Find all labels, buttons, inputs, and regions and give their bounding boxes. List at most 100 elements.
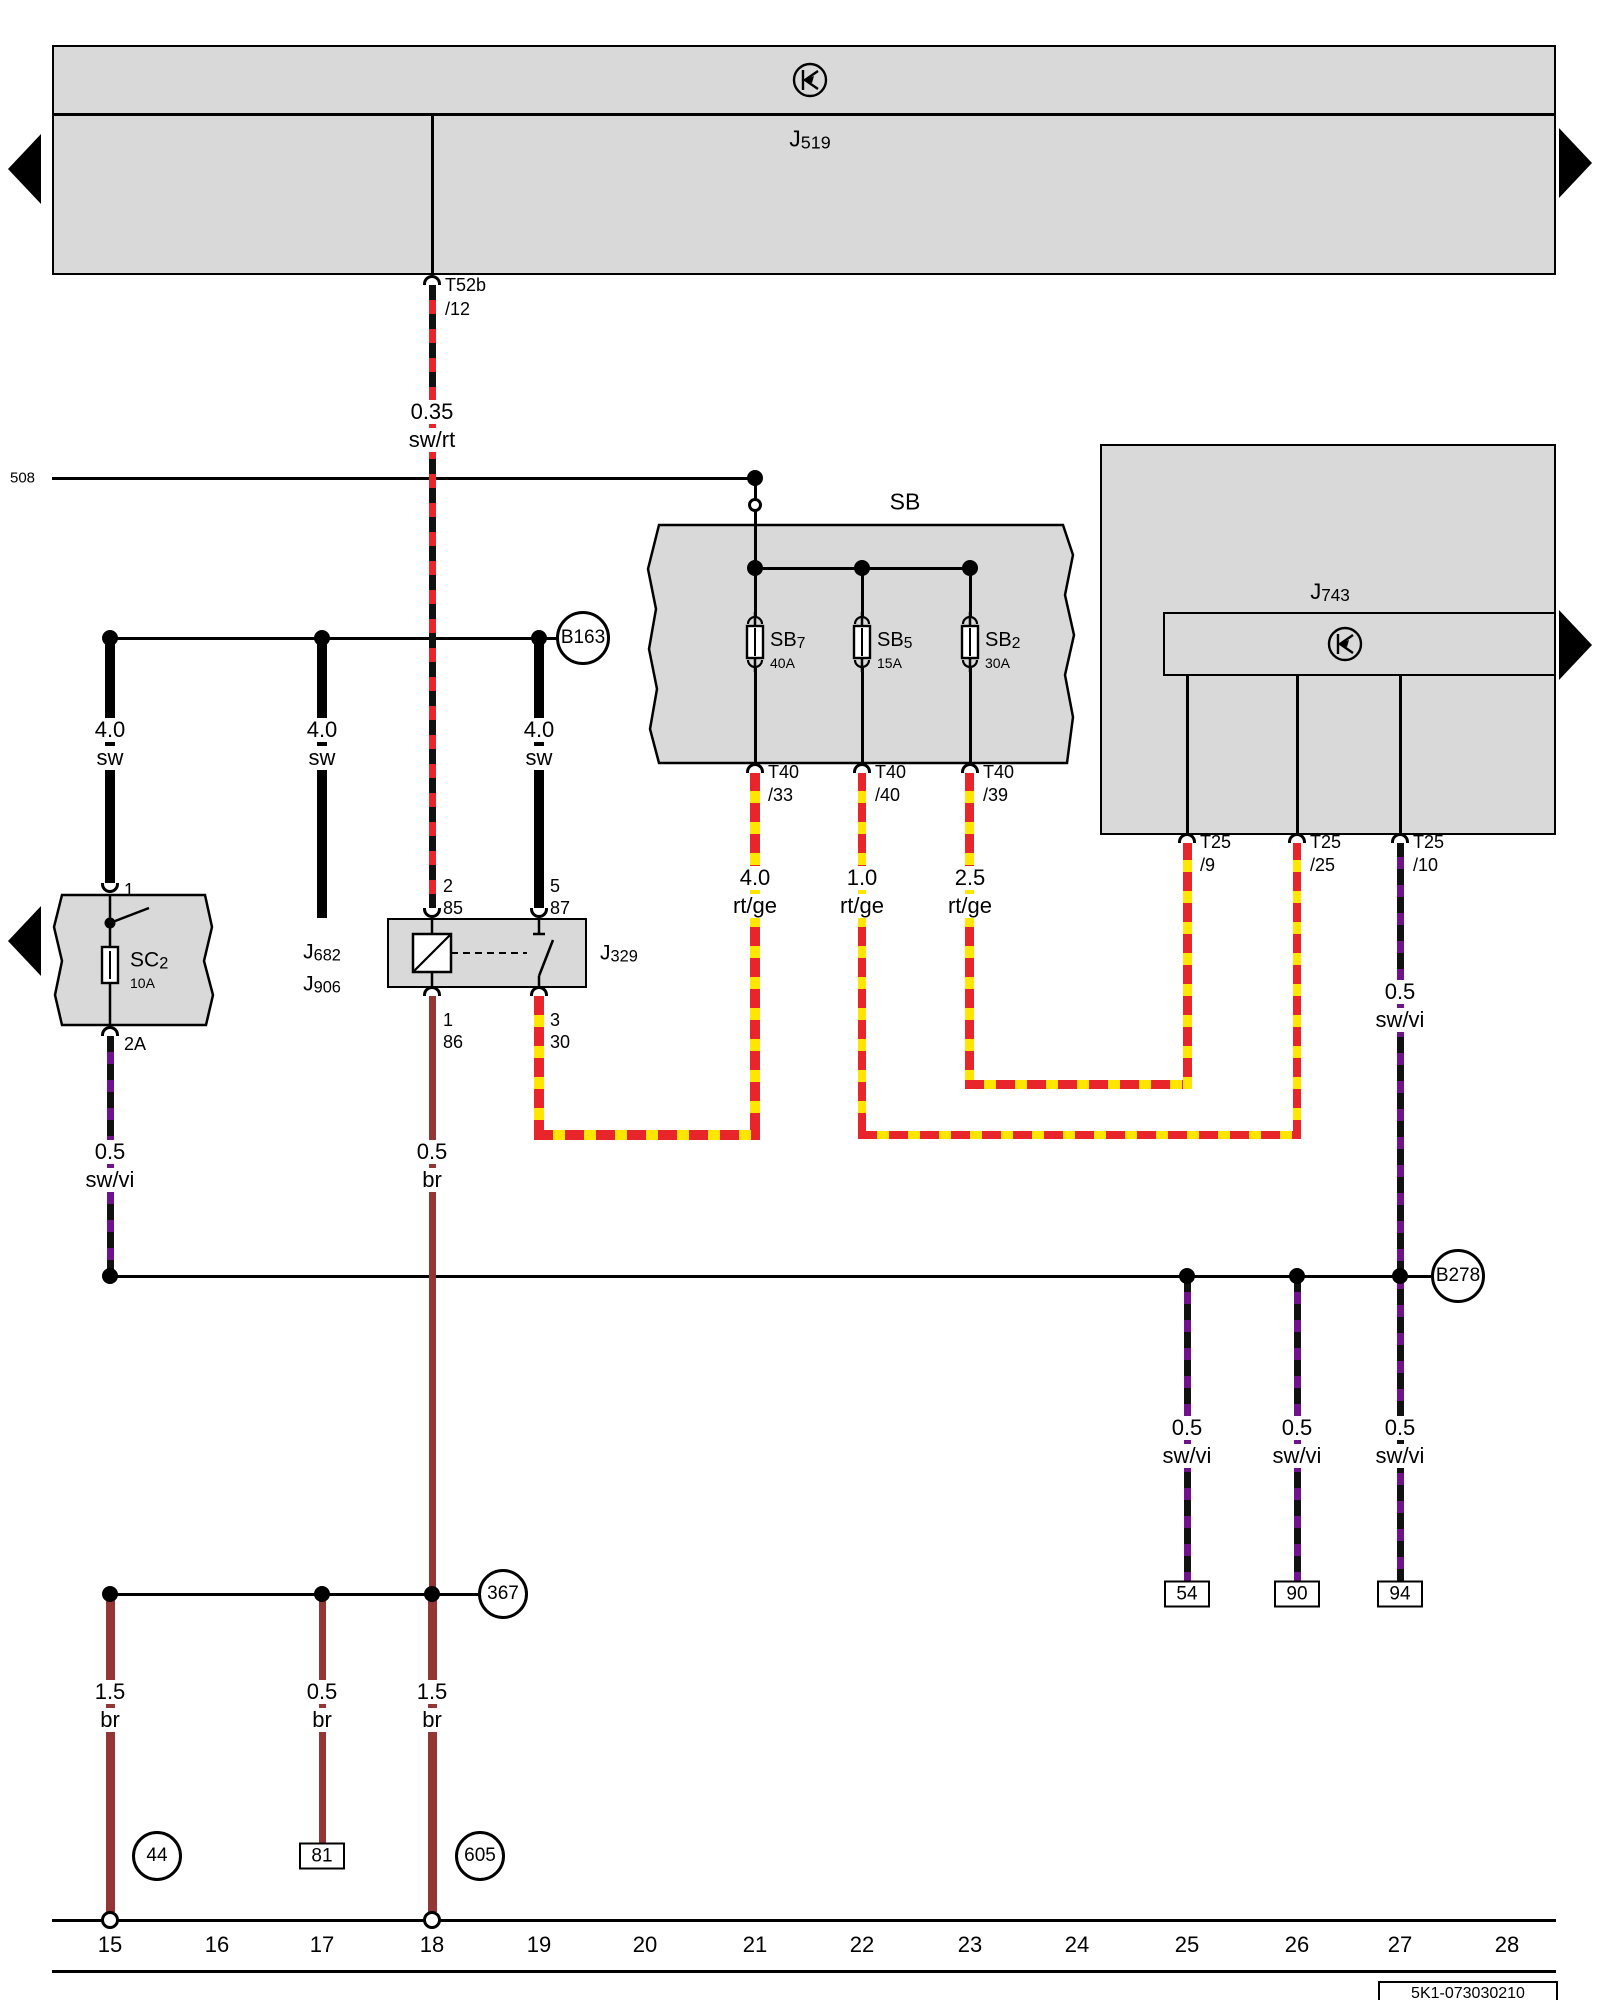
sb7-stem-top [753, 568, 757, 616]
junction-dot-b163-3 [531, 630, 547, 646]
bottom-border-line [52, 1969, 1556, 1973]
rtge-wire1-color: rt/ge [728, 894, 782, 918]
sb5-stem-bottom [860, 668, 864, 765]
junction-dot-508 [747, 470, 763, 486]
line-367 [110, 1592, 478, 1596]
j743-inner-box [1163, 612, 1556, 676]
t25-25-name: T25 [1310, 832, 1342, 852]
sw-wire1-gauge: 4.0 [90, 718, 130, 742]
junction-dot-367-1 [102, 1586, 118, 1602]
wire-swvi-left-gauge: 0.5 [90, 1140, 130, 1164]
sb-entry-wire [753, 478, 757, 570]
wire-rtge-sb7-vertical [750, 772, 760, 1140]
j519-internal-wire [430, 115, 434, 275]
node-508-label: 508 [10, 469, 36, 487]
j329-pin-87: 87 [550, 898, 571, 918]
ground-circle-605 [423, 1911, 441, 1929]
fuse-sb2-amp-label: 30A [985, 655, 1010, 671]
wire-508-line [52, 476, 755, 480]
track-number-17: 17 [309, 1932, 335, 1957]
track-number-21: 21 [742, 1932, 768, 1957]
terminal-cup-sc2-top [101, 883, 119, 893]
part-number-text: 5K1-073030210 [1411, 1985, 1525, 2000]
wire-br-ground605 [427, 1594, 437, 1912]
sb2-stem-top [968, 568, 972, 616]
sw-wire1-color: sw [92, 746, 128, 770]
rtge-wire1-gauge: 4.0 [735, 866, 775, 890]
j743-internal-wire-2 [1295, 676, 1299, 835]
t52b-pin-label: /12 [445, 299, 471, 319]
wire-rtge-sb2-horizontal [965, 1080, 1192, 1089]
sc2-pin-top-label: 1 [124, 880, 135, 900]
j743-internal-wire-1 [1185, 676, 1189, 835]
continuation-k-symbol-j743 [1327, 626, 1363, 662]
j743-label: J743 [1310, 579, 1350, 605]
rtge-wire2-color: rt/ge [835, 894, 889, 918]
part-number-box: 5K1-073030210 [1378, 1981, 1558, 2000]
fuse-sc2-box [52, 893, 215, 1027]
j329-pin-5: 5 [550, 876, 561, 896]
t40-33-name: T40 [768, 762, 800, 782]
j329-pin-3: 3 [550, 1010, 561, 1030]
rtge-wire3-color: rt/ge [943, 894, 997, 918]
br-wire3-gauge: 1.5 [412, 1680, 452, 1704]
junction-dot-367-2 [314, 1586, 330, 1602]
sw-wire2-gauge: 4.0 [302, 718, 342, 742]
bottom-rail-line [52, 1918, 1556, 1922]
junction-dot-b163-1 [102, 630, 118, 646]
sw-wire3-gauge: 4.0 [519, 718, 559, 742]
track-number-25: 25 [1174, 1932, 1200, 1957]
j329-pin-85: 85 [443, 898, 464, 918]
connection-circle-b278: B278 [1431, 1249, 1485, 1303]
br-wire3-color: br [418, 1708, 446, 1732]
fuse-sb5-amp-label: 15A [877, 655, 902, 671]
ground-circle-44 [101, 1911, 119, 1929]
br-wire1-gauge: 1.5 [90, 1680, 130, 1704]
track-number-15: 15 [97, 1932, 123, 1957]
wire-rtge-t25-25-vertical [1293, 841, 1301, 1139]
j329-pin-2: 2 [443, 876, 454, 896]
sc2-pin-bottom-label: 2A [124, 1034, 147, 1054]
terminal-box-94: 94 [1377, 1580, 1423, 1608]
track-number-24: 24 [1064, 1932, 1090, 1957]
terminal-cup-t25-10 [1391, 833, 1409, 843]
wire-rtge-t25-9-vertical [1183, 841, 1192, 1089]
sb5-stem-top [860, 568, 864, 616]
connection-circle-367: 367 [478, 1569, 528, 1619]
t25-10-pin: /10 [1413, 855, 1439, 875]
rtge-wire2-gauge: 1.0 [842, 866, 882, 890]
track-number-23: 23 [957, 1932, 983, 1957]
fuse-sb7-label: SB7 [770, 629, 806, 652]
junction-dot-b278-3 [1289, 1268, 1305, 1284]
ground-label-605: 605 [455, 1831, 505, 1881]
wire-sw-track19 [534, 638, 544, 910]
terminal-cup-t25-25 [1288, 833, 1306, 843]
sw-wire2-color: sw [304, 746, 340, 770]
j329-pin-1: 1 [443, 1010, 454, 1030]
swvi-col3-gauge: 0.5 [1380, 1416, 1420, 1440]
track-number-28: 28 [1494, 1932, 1520, 1957]
junction-dot-sb-bus-1 [747, 560, 763, 576]
terminal-cup-sc2-bottom [101, 1026, 119, 1036]
wire-br-j329-pin86 [428, 996, 436, 1594]
swvi-col2-color: sw/vi [1268, 1444, 1326, 1468]
j519-label: J519 [789, 125, 831, 153]
b278-line [110, 1274, 1431, 1278]
swvi-col1-color: sw/vi [1158, 1444, 1216, 1468]
track-number-22: 22 [849, 1932, 875, 1957]
br-wire2-color: br [308, 1708, 336, 1732]
ground-label-44: 44 [132, 1831, 182, 1881]
wire-br-ground44 [105, 1594, 115, 1912]
wire-br-mid-gauge: 0.5 [412, 1140, 452, 1164]
terminal-cup-t40-33 [746, 763, 764, 773]
t52b-terminal-label: T52b [445, 275, 487, 295]
rtge-wire3-gauge: 2.5 [950, 866, 990, 890]
fuse-sb5-label: SB5 [877, 629, 913, 652]
j329-label: J329 [600, 941, 638, 966]
continuation-k-symbol-j519 [792, 62, 828, 98]
terminal-cup-j329-86 [423, 986, 441, 996]
fuse-sb2-label: SB2 [985, 629, 1021, 652]
t25-10-name: T25 [1413, 832, 1445, 852]
t25-9-name: T25 [1200, 832, 1232, 852]
